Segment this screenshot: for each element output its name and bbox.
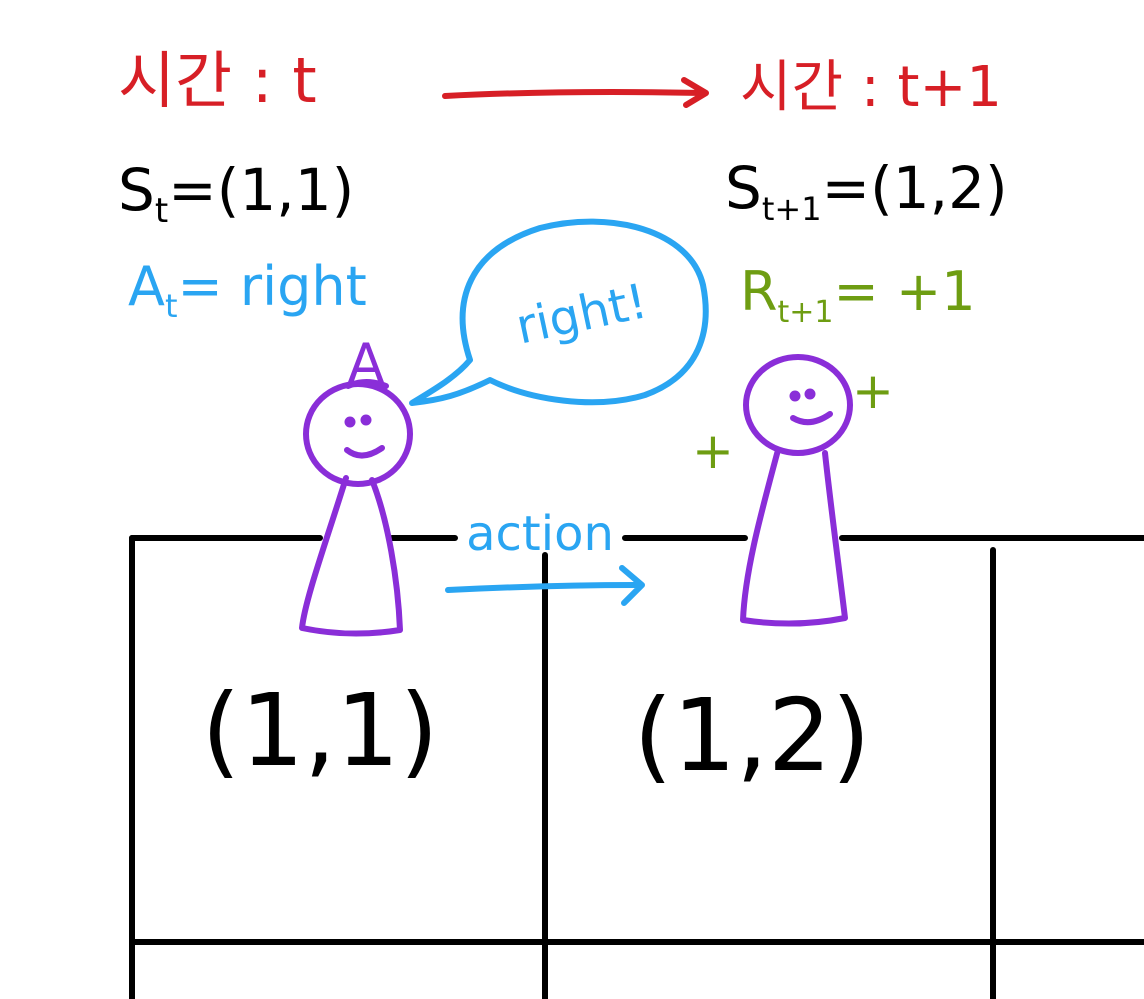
action-arrow [445, 565, 645, 606]
action-label: action [466, 506, 614, 562]
action-symbol: A [128, 255, 165, 318]
reward-subscript: t+1 [778, 295, 834, 330]
agent-eye-right [804, 388, 816, 400]
reward-plus-sign-left: + [692, 422, 734, 480]
time-label-t: 시간 : t [118, 44, 317, 117]
agent-eye-left [789, 390, 801, 402]
state-right-eq: St+1=(1,2) [725, 154, 1008, 228]
speech-bubble-outline [409, 218, 709, 406]
state-left-symbol: S [118, 156, 155, 224]
action-eq: At= right [128, 255, 367, 325]
agent-smile [344, 445, 385, 459]
state-left-eq: St=(1,1) [118, 156, 354, 231]
speech-bubble-text: right! [511, 273, 652, 355]
grid-world [129, 535, 1144, 999]
agent-at-time-t: A [299, 332, 413, 637]
speech-bubble: right! [409, 218, 709, 406]
action-value: = right [178, 255, 367, 318]
agent-smile [790, 411, 833, 426]
state-left-value: =(1,1) [168, 156, 354, 224]
agent-eye-right [360, 414, 372, 426]
state-left-subscript: t [155, 191, 168, 231]
agent-body [299, 475, 403, 637]
cell-label-1-1: (1,1) [201, 672, 438, 789]
agent-eye-left [344, 416, 356, 428]
state-right-subscript: t+1 [762, 190, 822, 228]
reward-eq: Rt+1= +1 [740, 260, 976, 330]
reward-value: = +1 [834, 260, 976, 323]
cell-label-1-2: (1,2) [633, 677, 870, 794]
agent-head [303, 381, 413, 487]
reward-symbol: R [740, 260, 778, 323]
reward-plus-sign-right: + [852, 362, 894, 420]
state-right-symbol: S [725, 154, 762, 222]
action-subscript: t [165, 287, 178, 325]
time-arrow [442, 77, 709, 108]
time-label-t-plus-1: 시간 : t+1 [740, 55, 1002, 120]
state-right-value: =(1,2) [822, 154, 1008, 222]
agent-head [743, 354, 853, 456]
agent-body [740, 447, 848, 627]
agent-at-time-t-plus-1 [740, 354, 853, 627]
